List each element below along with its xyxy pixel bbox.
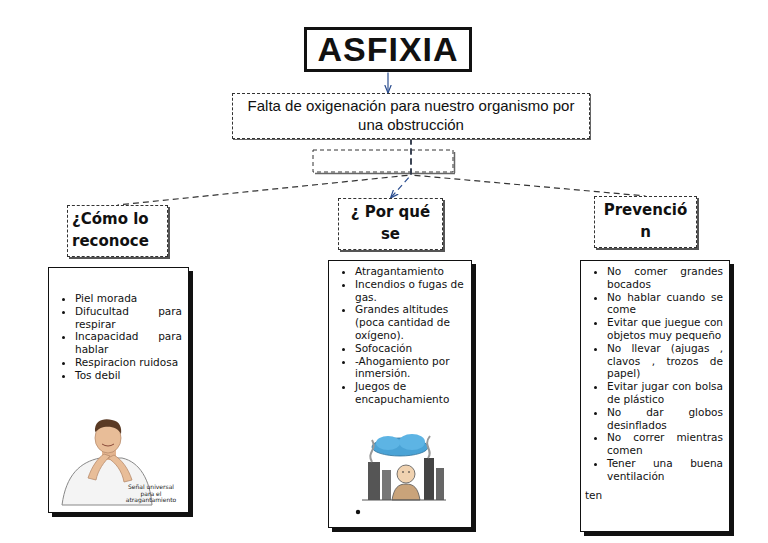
list-item: Piel morada [75, 292, 182, 305]
list-item: Juegos de encapuchamiento [355, 380, 465, 406]
node-text: Prevención [599, 200, 692, 244]
choking-figure [62, 419, 152, 505]
bullet-list: Piel moradaDifucultad para respirarIncap… [53, 292, 182, 382]
bullet-list: No comer grandes bocadosNo hablar cuando… [585, 265, 723, 483]
title-box: ASFIXIA [304, 27, 471, 72]
node-text: ¿ Por qué se [343, 202, 438, 246]
box-shadow [454, 152, 456, 173]
node-text: ¿Cómo lo reconoce [72, 209, 163, 253]
definition-box: Falta de oxigenación para nuestro organi… [232, 93, 590, 139]
connector [411, 139, 646, 197]
list-item: Tos debil [75, 369, 182, 382]
list-item: No llevar (ajugas , clavos , trozos de p… [607, 342, 723, 380]
bullet-list: AtragantamientoIncendios o fugas de gas.… [333, 265, 465, 406]
note-text: ten [585, 489, 723, 502]
list-box: No comer grandes bocadosNo hablar cuando… [580, 260, 730, 532]
image-caption: Señal universal para el atragantamiento [122, 484, 180, 504]
connector [118, 139, 412, 206]
list-item: -Ahogamiento por inmersión. [355, 355, 465, 381]
node-text: Falta de oxigenación para nuestro organi… [239, 97, 583, 135]
list-item: No dar globos desinflados [607, 406, 723, 432]
list-item: Sofocación [355, 342, 465, 355]
list-item: Respiracion ruidosa [75, 356, 182, 369]
list-item: Difucultad para respirar [75, 305, 182, 331]
list-item: Tener una buena ventilación [607, 457, 723, 483]
branch-header: ¿Cómo lo reconoce [67, 205, 168, 257]
list-item: No correr mientras comen [607, 431, 723, 457]
list-box: AtragantamientoIncendios o fugas de gas.… [328, 260, 472, 528]
box-shadow [315, 173, 455, 175]
list-box: Piel moradaDifucultad para respirarIncap… [48, 267, 189, 513]
connector [387, 72, 388, 93]
branch-header: Prevención [594, 196, 697, 248]
empty-box [313, 150, 453, 172]
smoke-city [362, 434, 446, 500]
branch-header: ¿ Por qué se [338, 198, 443, 250]
node-text: ASFIXIA [317, 31, 458, 68]
empty-bullet [356, 510, 360, 514]
connector [391, 139, 412, 199]
list-item: Incapacidad para hablar [75, 330, 182, 356]
list-item: Evitar jugar con bolsa de plástico [607, 380, 723, 406]
list-item: Evitar que juegue con objetos muy pequeñ… [607, 316, 723, 342]
list-item: Grandes altitudes (poca cantidad de oxíg… [355, 303, 465, 341]
list-item: No comer grandes bocados [607, 265, 723, 291]
list-item: Incendios o fugas de gas. [355, 278, 465, 304]
list-item: Atragantamiento [355, 265, 465, 278]
list-item: No hablar cuando se come [607, 291, 723, 317]
